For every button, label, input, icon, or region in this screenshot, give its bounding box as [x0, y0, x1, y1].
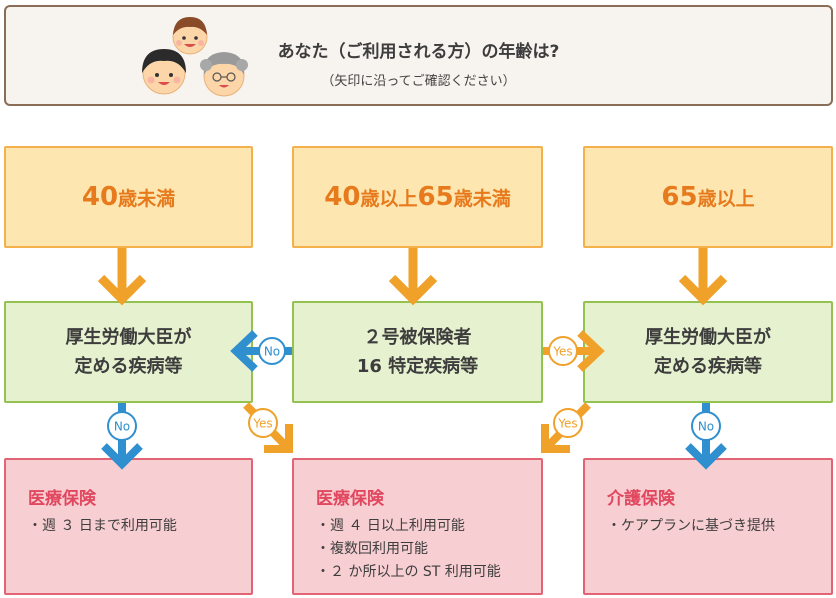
- yes-label-text: Yes: [557, 417, 577, 431]
- arrow-down-orange-1: [101, 248, 143, 299]
- no-label-text: No: [264, 345, 280, 359]
- arrow-down-orange-2: [392, 248, 434, 299]
- no-label-text: No: [698, 420, 714, 434]
- yes-label-text: Yes: [552, 345, 572, 359]
- arrow-down-orange-3: [682, 248, 724, 299]
- no-label-text: No: [114, 420, 130, 434]
- yes-label-text: Yes: [252, 417, 272, 431]
